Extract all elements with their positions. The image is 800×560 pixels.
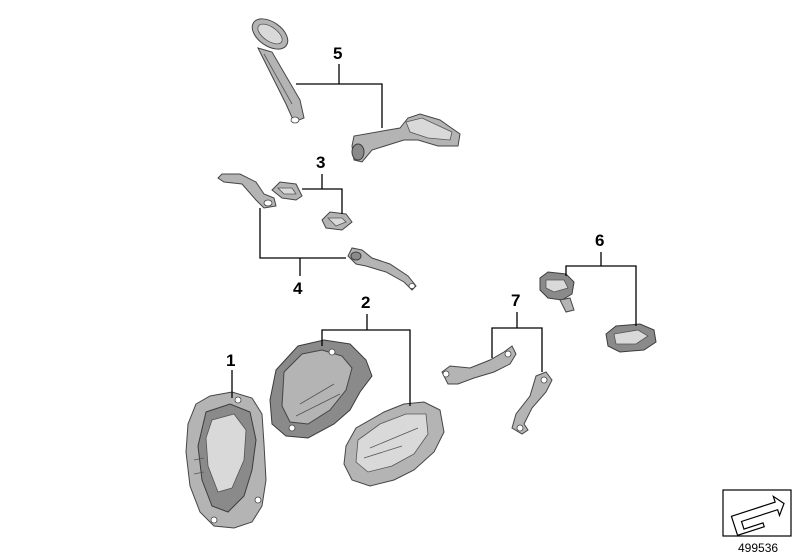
callout-7: 7 (491, 291, 543, 372)
part-6-footrest-upper[interactable] (539, 271, 575, 313)
part-4-lever-left[interactable] (217, 173, 277, 209)
diagram-orientation-arrow-icon (722, 489, 792, 537)
callout-2-label: 2 (361, 293, 370, 312)
part-5-mirror-right[interactable] (351, 113, 461, 163)
callout-4-label: 4 (293, 279, 303, 298)
part-5-mirror-left[interactable] (247, 13, 305, 124)
callout-7-label: 7 (511, 291, 520, 310)
part-2-cover-front[interactable] (343, 401, 445, 487)
part-7-bracket-right[interactable] (511, 371, 553, 435)
callout-3-label: 3 (316, 153, 325, 172)
callout-1: 1 (226, 351, 235, 398)
callout-2: 2 (321, 293, 411, 406)
part-3-cover-a[interactable] (271, 181, 303, 201)
callout-3: 3 (302, 153, 343, 214)
part-3-cover-b[interactable] (321, 211, 353, 231)
callout-6-label: 6 (595, 231, 604, 250)
part-4-lever-right[interactable] (347, 247, 417, 291)
callout-5-label: 5 (333, 44, 342, 63)
callout-6: 6 (565, 231, 637, 326)
part-1-side-cover[interactable] (185, 391, 267, 529)
part-6-footrest-lower[interactable] (605, 323, 657, 353)
callout-1-label: 1 (226, 351, 235, 370)
callout-4: 4 (259, 208, 346, 298)
part-2-cover-rear[interactable] (269, 339, 373, 439)
document-number: 499536 (738, 541, 778, 555)
callout-5: 5 (296, 44, 383, 128)
part-7-bracket-left[interactable] (441, 345, 517, 385)
